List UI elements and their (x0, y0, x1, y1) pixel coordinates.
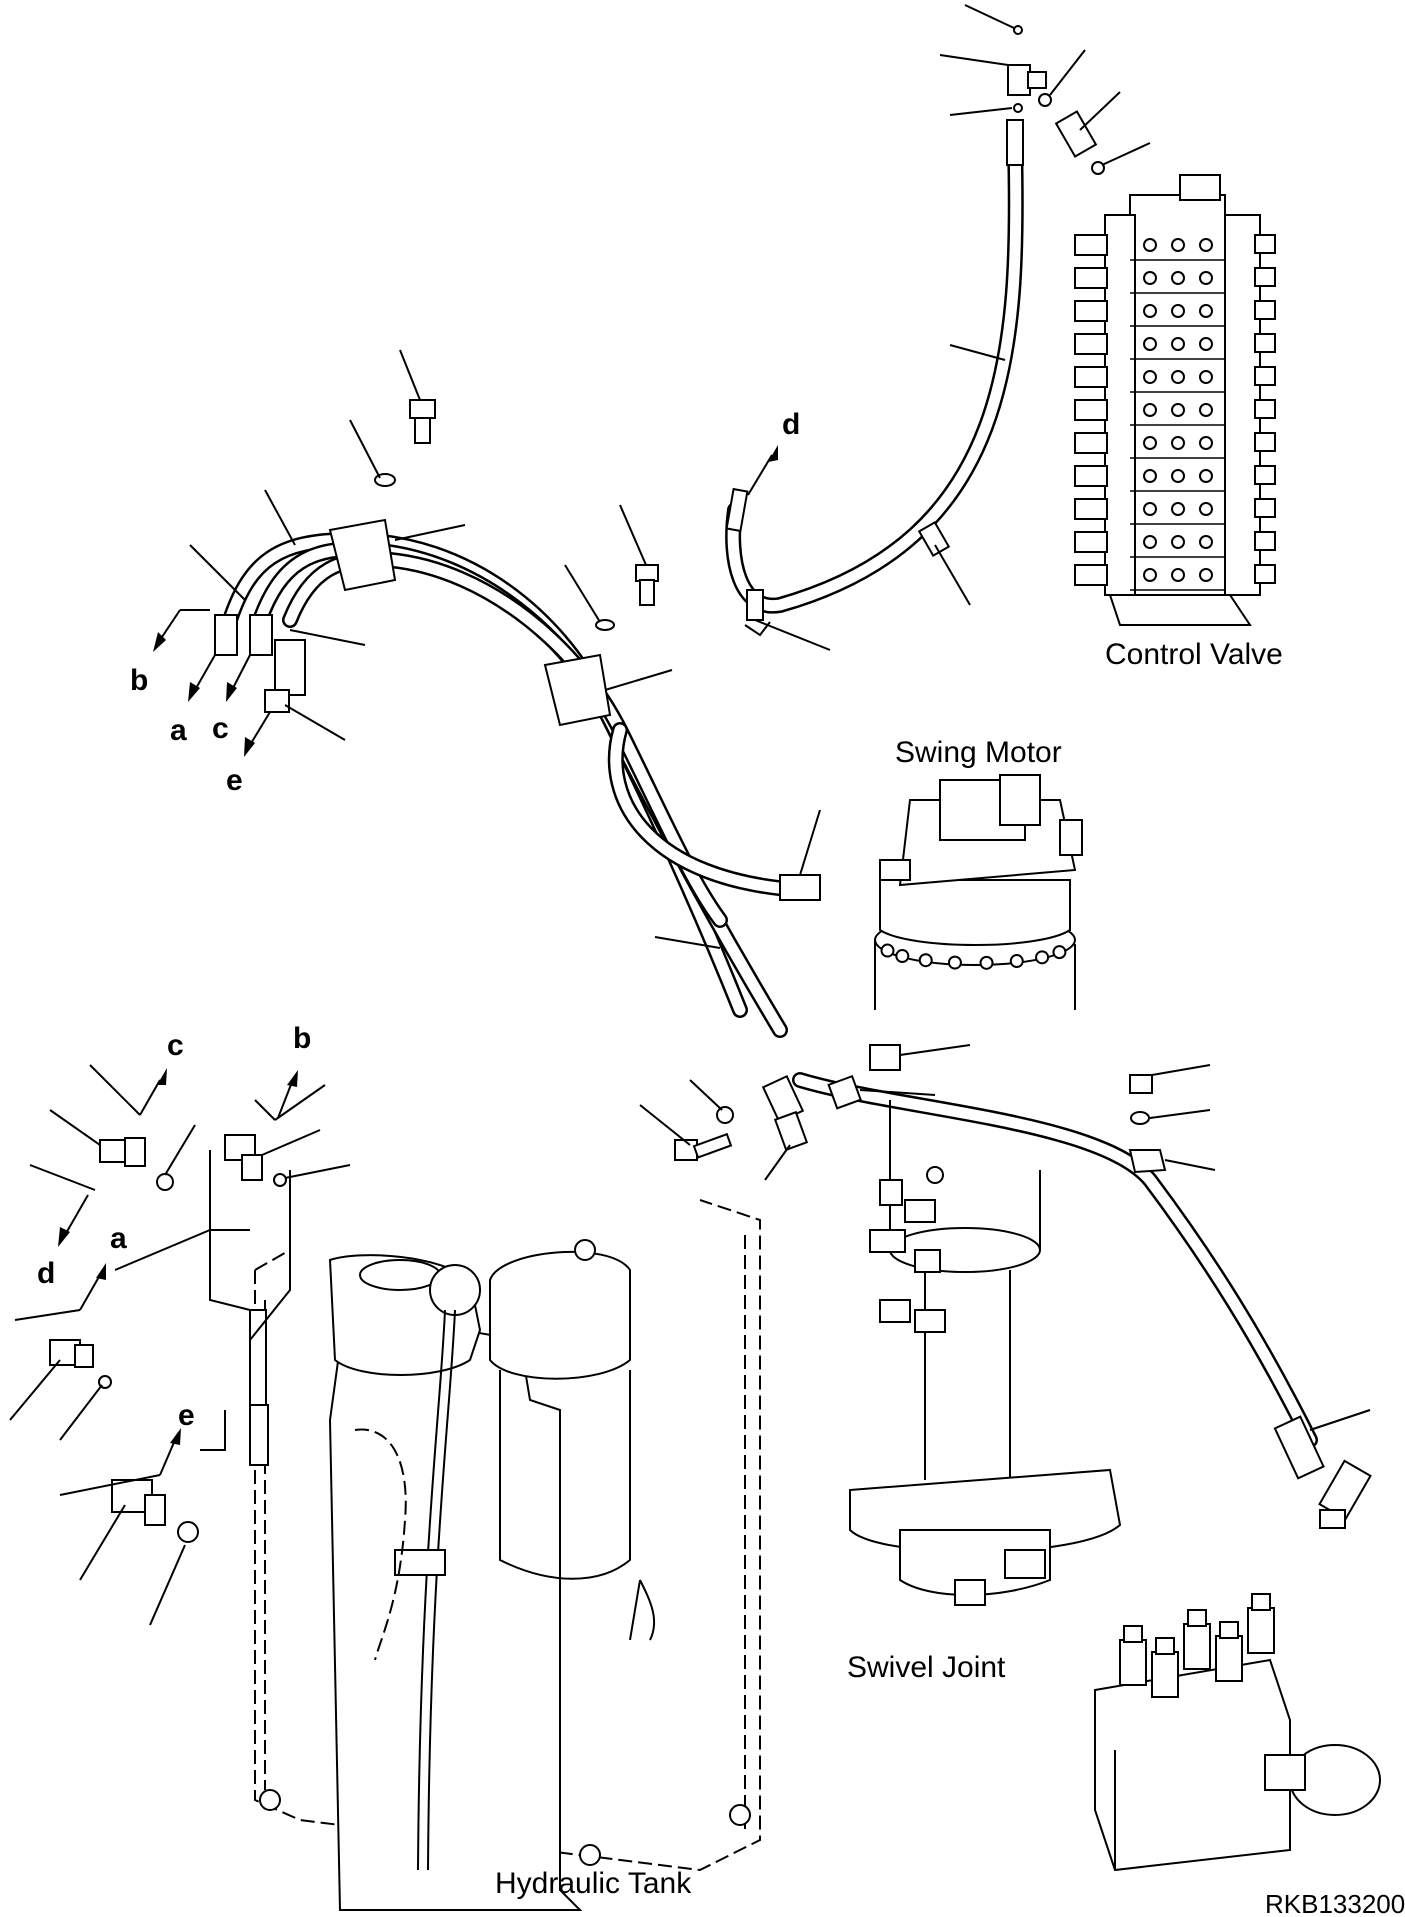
valve-hole (1143, 304, 1157, 318)
valve-port (1074, 366, 1108, 388)
valve-port (1074, 498, 1108, 520)
valve-port (1254, 432, 1276, 452)
valve-port (1074, 267, 1108, 289)
valve-hole (1143, 568, 1157, 582)
connection-letter-a-left: a (110, 1222, 127, 1255)
valve-hole (1171, 502, 1185, 516)
connection-letter-d-left: d (37, 1257, 55, 1290)
solenoid (1215, 1635, 1243, 1682)
valve-hole (1171, 436, 1185, 450)
connection-letter-e-left: e (178, 1399, 195, 1432)
connection-letter-b-left: b (293, 1022, 311, 1055)
solenoid (1151, 1651, 1179, 1698)
main-hose-bundle (214, 399, 1325, 1480)
motor-bolt (979, 955, 994, 970)
solenoid-cap (1251, 1593, 1271, 1611)
valve-port (1254, 234, 1276, 254)
motor-bolt (947, 955, 962, 970)
connection-letter-e-top: e (226, 764, 243, 797)
valve-port (1074, 531, 1108, 553)
valve-port (1074, 300, 1108, 322)
valve-port (1254, 399, 1276, 419)
valve-port (1254, 300, 1276, 320)
valve-hole (1199, 436, 1213, 450)
connection-letter-c-left: c (167, 1029, 184, 1062)
valve-hole (1171, 271, 1185, 285)
valve-port (1254, 531, 1276, 551)
valve-hole (1199, 337, 1213, 351)
valve-port (1254, 333, 1276, 353)
connection-letter-b-top: b (130, 664, 148, 697)
valve-hole (1199, 403, 1213, 417)
leader-lines (153, 349, 1371, 1431)
swivel-joint-label: Swivel Joint (847, 1651, 1006, 1684)
valve-port (1074, 432, 1108, 454)
valve-hole (1143, 271, 1157, 285)
valve-hole (1171, 304, 1185, 318)
top-fittings (939, 4, 1151, 175)
solenoid-valve-drawing (1094, 1459, 1381, 1872)
control-valve-hose (725, 119, 1024, 651)
connection-letter-d-top: d (782, 408, 800, 441)
loose-fittings (9, 1064, 351, 1626)
valve-hole (1171, 568, 1185, 582)
valve-hole (1199, 370, 1213, 384)
valve-port (1074, 234, 1108, 256)
valve-hole (1143, 370, 1157, 384)
motor-bolt (1052, 945, 1067, 960)
valve-hole (1143, 337, 1157, 351)
valve-hole (1171, 337, 1185, 351)
solenoid (1119, 1639, 1147, 1686)
motor-bolt (1009, 954, 1024, 969)
motor-bolt (895, 949, 910, 964)
solenoid-cap (1219, 1621, 1239, 1639)
valve-port (1254, 498, 1276, 518)
solenoid-cap (1123, 1625, 1143, 1643)
valve-hole (1171, 403, 1185, 417)
control-valve-drawing (1074, 174, 1276, 626)
motor-bolt (880, 943, 895, 958)
valve-port (1254, 564, 1276, 584)
valve-hole (1171, 238, 1185, 252)
valve-hole (1143, 436, 1157, 450)
valve-port (1254, 267, 1276, 287)
valve-hole (1143, 238, 1157, 252)
hydraulic-tank-label: Hydraulic Tank (495, 1867, 692, 1900)
motor-bolt (918, 953, 933, 968)
connection-letter-a-top: a (170, 714, 187, 747)
valve-hole (1199, 502, 1213, 516)
motor-bolt (1035, 950, 1050, 965)
valve-port (1074, 564, 1108, 586)
drawing-code-label: RKB133200 (1265, 1889, 1405, 1917)
valve-hole (1199, 304, 1213, 318)
valve-hole (1199, 469, 1213, 483)
valve-hole (1199, 238, 1213, 252)
valve-hole (1171, 370, 1185, 384)
solenoid-cap (1155, 1637, 1175, 1655)
valve-hole (1143, 469, 1157, 483)
valve-hole (1143, 535, 1157, 549)
solenoid-cap (1187, 1609, 1207, 1627)
hydraulic-tank-drawing (114, 1150, 761, 1911)
valve-hole (1171, 535, 1185, 549)
valve-hole (1143, 502, 1157, 516)
valve-port (1254, 366, 1276, 386)
swing-motor-label: Swing Motor (895, 736, 1062, 769)
valve-hole (1199, 535, 1213, 549)
valve-port (1074, 399, 1108, 421)
solenoid (1247, 1607, 1275, 1654)
swing-motor-drawing (874, 774, 1083, 1010)
valve-port (1254, 465, 1276, 485)
connection-letter-c-top: c (212, 712, 229, 745)
solenoid (1183, 1623, 1211, 1670)
valve-hole (1143, 403, 1157, 417)
swivel-joint-drawing (849, 1100, 1122, 1606)
valve-port (1074, 465, 1108, 487)
valve-hole (1171, 469, 1185, 483)
valve-hole (1199, 271, 1213, 285)
control-valve-label: Control Valve (1105, 638, 1283, 671)
valve-port (1074, 333, 1108, 355)
valve-hole (1199, 568, 1213, 582)
